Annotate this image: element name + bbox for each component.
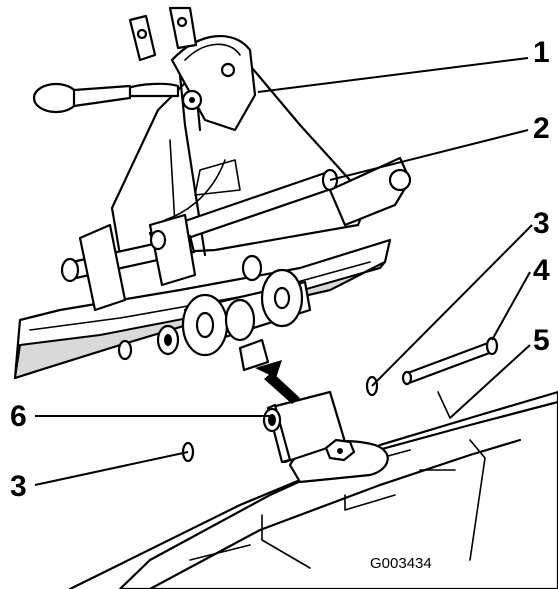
cotter-pin <box>437 391 451 419</box>
clevis-pin <box>401 336 499 386</box>
callout-2: 2 <box>533 112 550 145</box>
deck-bracket <box>262 390 389 484</box>
direction-arrow <box>255 360 300 404</box>
callout-3-upper: 3 <box>533 207 550 240</box>
callout-5: 5 <box>533 324 550 357</box>
figure-code: G003434 <box>370 555 432 572</box>
callout-3-lower: 3 <box>10 470 27 503</box>
callout-4: 4 <box>533 254 550 287</box>
callout-1: 1 <box>533 36 550 69</box>
callout-6: 6 <box>10 400 27 433</box>
hitch-mechanism <box>13 6 412 380</box>
